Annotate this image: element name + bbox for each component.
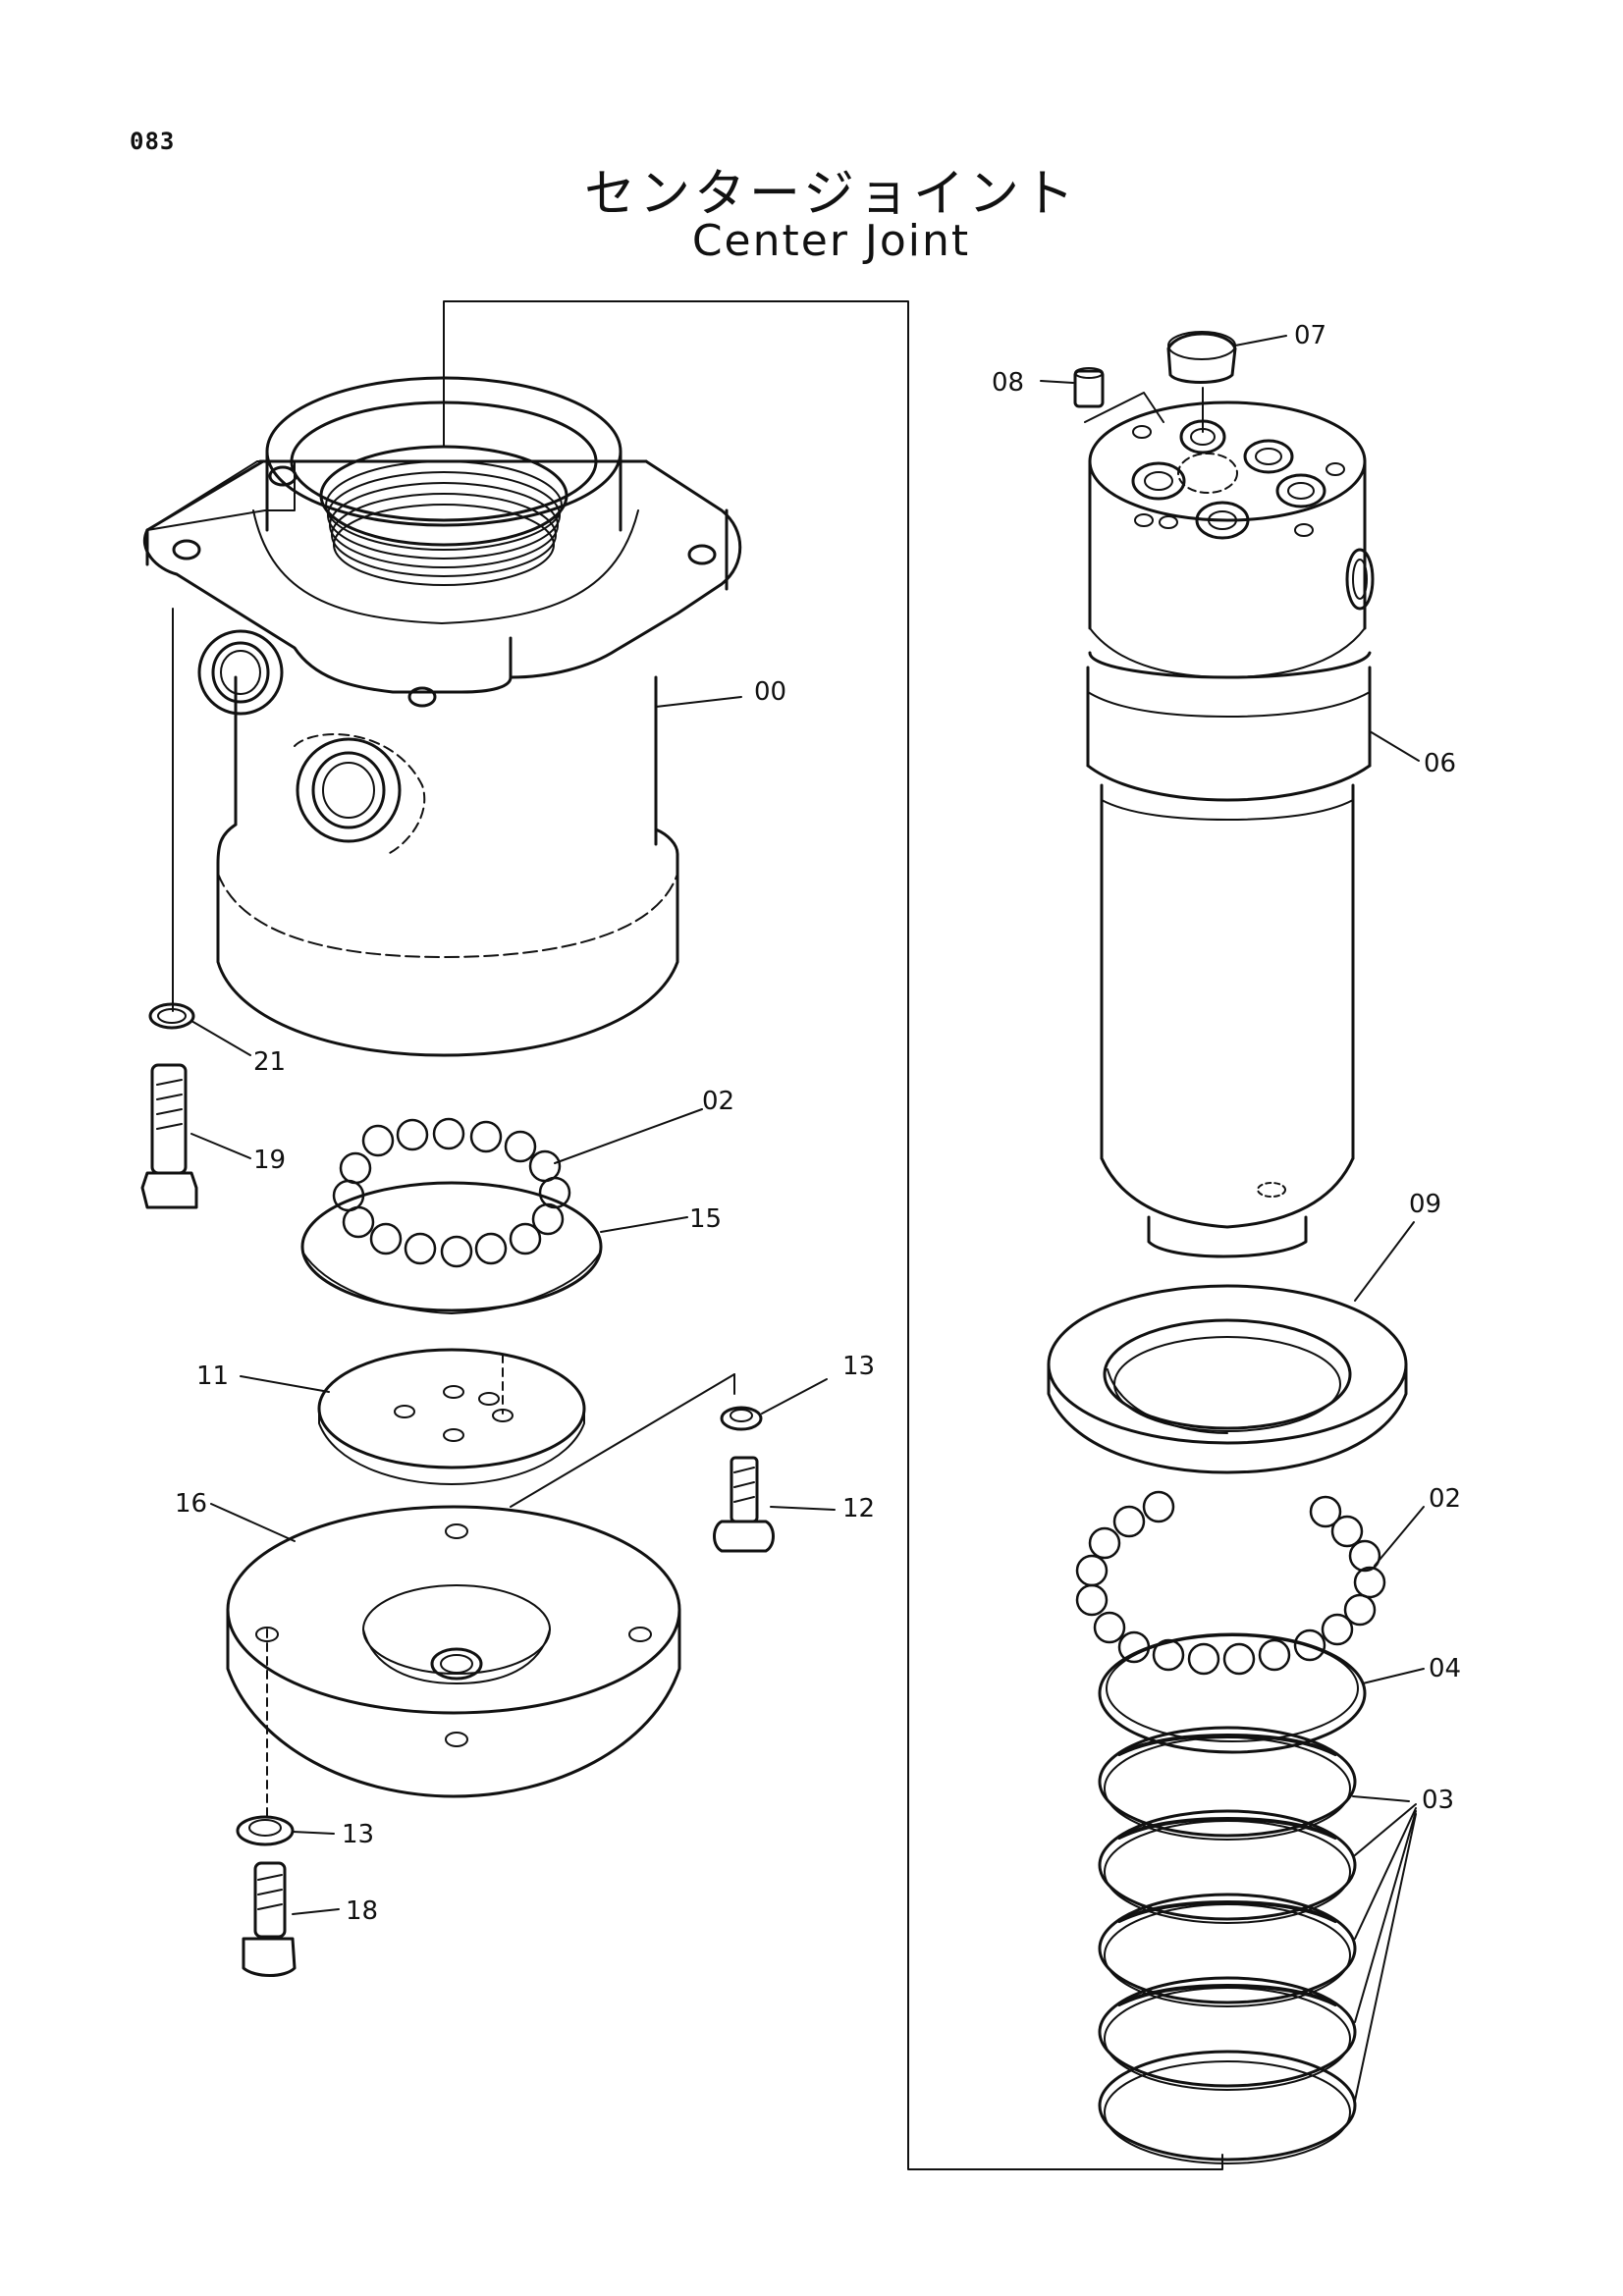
part-03-seal-rings: [1098, 1726, 1417, 2164]
part-18-bolt: [242, 1861, 340, 1977]
title-english: Center Joint: [691, 216, 971, 266]
callout-18: 18: [346, 1896, 378, 1926]
callout-07: 07: [1294, 321, 1326, 350]
callout-13: 13: [842, 1352, 875, 1381]
connection-lines: [172, 300, 1223, 2170]
part-21-o-ring: [148, 1002, 251, 1056]
callout-labels: 00 02 15 21 19 11 13 12 16 13 18 07 08 0…: [175, 321, 1461, 1926]
title-japanese: センタージョイント: [584, 165, 1078, 224]
part-16-cover-plate: [210, 1503, 681, 1798]
callout-09: 09: [1409, 1190, 1441, 1219]
callout-16: 16: [175, 1489, 207, 1519]
callout-21: 21: [253, 1047, 286, 1077]
part-19-bolt: [140, 1063, 251, 1209]
part-13-washer: [720, 1378, 828, 1431]
callout-02-right: 02: [1429, 1484, 1461, 1514]
callout-12: 12: [842, 1494, 875, 1523]
part-06-rotor: [1086, 400, 1420, 1258]
part-00-joint-body: [142, 376, 742, 1057]
callout-04: 04: [1429, 1654, 1461, 1683]
callout-03: 03: [1422, 1786, 1454, 1815]
part-12-screw: [713, 1456, 836, 1553]
callout-19: 19: [253, 1146, 286, 1175]
part-07-plug: [1166, 331, 1287, 384]
part-11-plate: [240, 1348, 586, 1485]
callout-11: 11: [196, 1362, 229, 1391]
part-02-steel-balls: [332, 1108, 703, 1268]
callout-15: 15: [689, 1204, 722, 1234]
page-number: 083: [130, 128, 176, 155]
part-13-lower-washer: [236, 1815, 335, 1846]
part-08-small-plug: [1040, 367, 1105, 408]
part-04-ring: [1098, 1632, 1425, 1754]
callout-08: 08: [992, 368, 1024, 398]
part-02-steel-balls-right: [1075, 1490, 1425, 1676]
callout-13-lower: 13: [342, 1820, 374, 1849]
callout-06: 06: [1424, 749, 1456, 778]
callout-02: 02: [702, 1087, 734, 1116]
callout-00: 00: [754, 677, 786, 707]
part-15-ring: [300, 1181, 688, 1314]
part-09-seal-ring: [1047, 1221, 1415, 1474]
